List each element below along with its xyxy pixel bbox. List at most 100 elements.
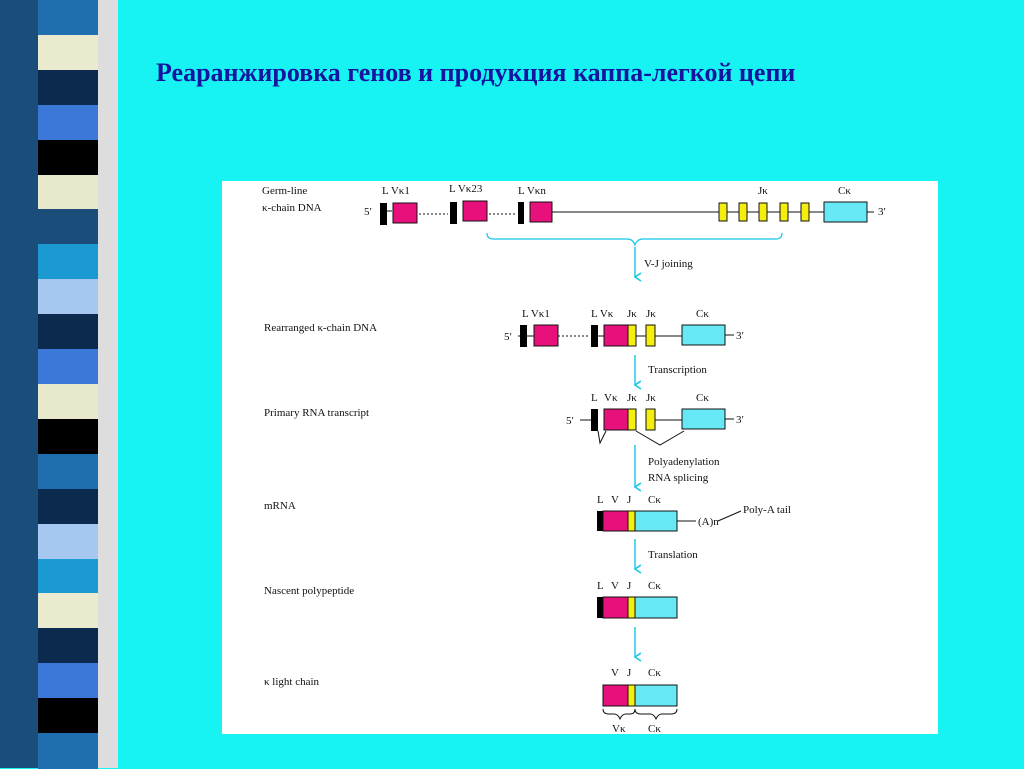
primary-splice-2 — [635, 430, 685, 446]
stripe-bar — [38, 453, 98, 490]
mrna-row: mRNA (A)n Poly-A tail L V J Cκ — [264, 494, 791, 532]
rearranged-label-jk-a: Jκ — [627, 308, 637, 320]
rearranged-leader-2 — [591, 325, 598, 347]
jk-segment-5 — [800, 202, 810, 222]
germline-row: Germ-line κ-chain DNA 5′ 3′ L Vκ1 L Vκ23… — [262, 183, 886, 225]
stripe-bar — [38, 244, 98, 281]
primary-5prime: 5′ — [566, 415, 574, 427]
transcription-label: Transcription — [648, 364, 707, 376]
stripe-bar — [38, 34, 98, 71]
rearranged-jk-joined — [627, 324, 637, 347]
primary-vk — [603, 408, 629, 431]
primary-label-ck: Cκ — [696, 392, 709, 404]
rearranged-label-ck: Cκ — [696, 308, 709, 320]
label-l-vk1: L Vκ1 — [382, 185, 410, 197]
poly-a-tail-label: Poly-A tail — [743, 504, 791, 516]
rearranged-label-l-vk: L Vκ — [591, 308, 614, 320]
primary-label-l: L — [591, 392, 598, 404]
label-jk-germline: Jκ — [758, 185, 768, 197]
brace-label-ck: Cκ — [648, 723, 661, 734]
label-l-vk23: L Vκ23 — [449, 183, 483, 195]
vj-bracket — [486, 232, 783, 247]
slide-title: Реаранжировка генов и продукция каппа-ле… — [156, 58, 796, 87]
light-chain-label: κ light chain — [264, 676, 320, 688]
primary-jk-2 — [645, 408, 656, 431]
nascent-leader — [597, 597, 603, 618]
vk1-segment — [392, 202, 418, 224]
ck-brace — [634, 708, 678, 721]
stripe-bar — [38, 104, 98, 141]
vk23-segment — [462, 200, 488, 222]
polyadenylation-label: Polyadenylation — [648, 456, 720, 468]
jk-segment-4 — [779, 202, 789, 222]
jk-segment-2 — [738, 202, 748, 222]
mrna-label-v: V — [611, 494, 619, 506]
rearranged-label-jk-b: Jκ — [646, 308, 656, 320]
stripe-bar — [38, 279, 98, 316]
rearranged-leader-1 — [520, 325, 527, 347]
stripe-bar — [38, 558, 98, 595]
mrna-label-j: J — [627, 494, 632, 506]
nascent-j — [627, 596, 636, 619]
poly-a-pointer — [717, 510, 742, 522]
diagram-canvas: Germ-line κ-chain DNA 5′ 3′ L Vκ1 L Vκ23… — [262, 183, 886, 734]
kappa-gene-diagram: Germ-line κ-chain DNA 5′ 3′ L Vκ1 L Vκ23… — [222, 181, 938, 734]
stripe-bar — [38, 349, 98, 385]
stripe-bar — [38, 0, 98, 36]
rearranged-label: Rearranged κ-chain DNA — [264, 322, 377, 334]
stripe-bar — [38, 733, 98, 769]
stripe-bar — [38, 663, 98, 700]
stripe-bar — [38, 209, 98, 246]
rearranged-ck — [681, 324, 726, 346]
stripe-bar — [38, 698, 98, 735]
mrna-label-ck: Cκ — [648, 494, 661, 506]
light-chain-ck — [634, 684, 678, 707]
label-l-vkn: L Vκn — [518, 185, 546, 197]
rearranged-vk — [603, 324, 629, 347]
primary-label: Primary RNA transcript — [264, 407, 369, 419]
poly-a-mark: (A)n — [698, 516, 719, 528]
stripe-bar — [38, 174, 98, 211]
stripe-bar — [38, 69, 98, 106]
nascent-label-v: V — [611, 580, 619, 592]
light-chain-v — [602, 684, 629, 707]
leader-segment-1 — [380, 203, 387, 225]
vkn-segment — [529, 201, 553, 223]
leader-segment-n — [518, 202, 524, 224]
rearranged-3prime: 3′ — [736, 330, 744, 342]
germline-label-line2: κ-chain DNA — [262, 202, 322, 214]
primary-ck — [681, 408, 726, 430]
primary-label-vk: Vκ — [604, 392, 618, 404]
germline-3prime: 3′ — [878, 206, 886, 218]
light-chain-j — [627, 684, 636, 707]
stripe-bar — [38, 314, 98, 351]
vk-brace — [602, 708, 636, 721]
stripe-shadow — [98, 0, 118, 768]
stripe-bar — [38, 139, 98, 176]
mrna-ck — [634, 510, 678, 532]
rearranged-row: Rearranged κ-chain DNA 5′ 3′ L Vκ1 L Vκ … — [264, 308, 744, 347]
rearranged-5prime: 5′ — [504, 331, 512, 343]
brace-label-vk: Vκ — [612, 723, 626, 734]
vj-joining-label: V-J joining — [644, 258, 693, 270]
stripe-bar — [38, 418, 98, 455]
label-ck-germline: Cκ — [838, 185, 851, 197]
nascent-label-j: J — [627, 580, 632, 592]
stripe-bar — [38, 628, 98, 665]
translation-label: Translation — [648, 549, 698, 561]
stripe-bar — [38, 384, 98, 420]
light-chain-label-ck: Cκ — [648, 667, 661, 679]
primary-transcript-row: Primary RNA transcript 5′ 3′ L Vκ Jκ Jκ … — [264, 392, 744, 446]
stripe-bar — [38, 523, 98, 560]
primary-3prime: 3′ — [736, 414, 744, 426]
kappa-light-chain-row: κ light chain V J Cκ Vκ Cκ — [264, 667, 678, 734]
nascent-v — [602, 596, 629, 619]
germline-5prime: 5′ — [364, 206, 372, 218]
rearranged-label-l-vk1: L Vκ1 — [522, 308, 550, 320]
rearranged-vk1 — [533, 324, 559, 347]
mrna-v — [602, 510, 629, 532]
leader-segment-23 — [450, 202, 457, 224]
nascent-label-ck: Cκ — [648, 580, 661, 592]
stripe-edge — [0, 0, 38, 768]
germline-label-line1: Germ-line — [262, 185, 307, 197]
